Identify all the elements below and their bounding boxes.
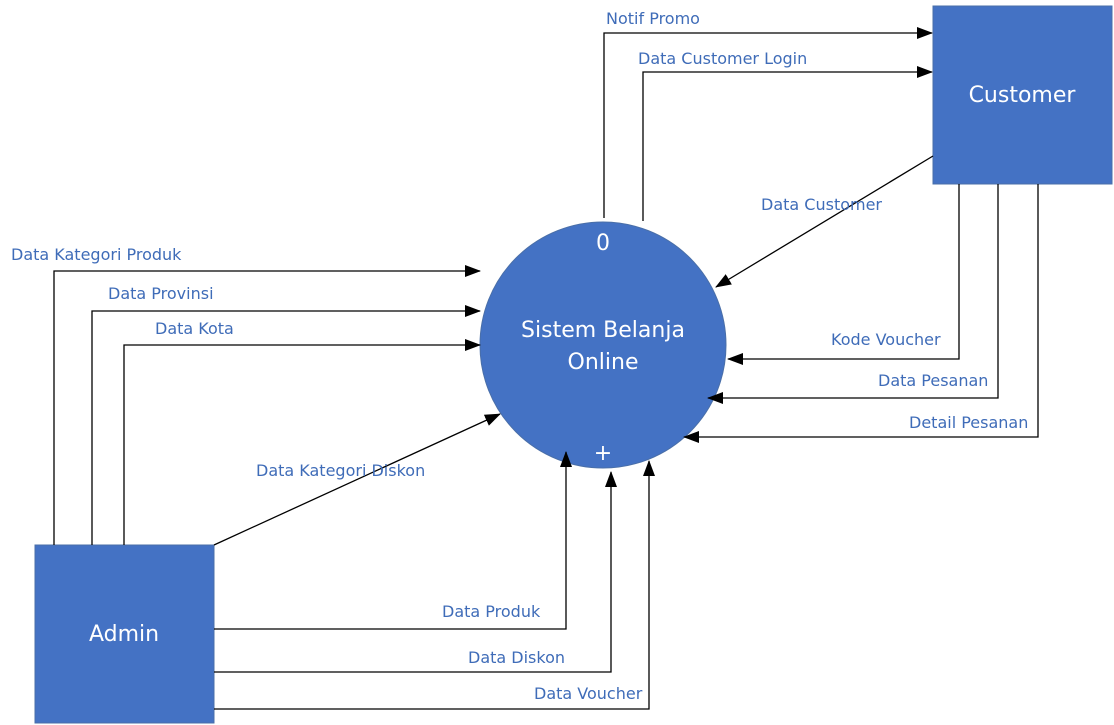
flow-data-kota-label: Data Kota xyxy=(155,319,234,338)
process-circle[interactable] xyxy=(479,221,727,469)
flow-data-voucher-line xyxy=(214,460,655,710)
flow-data-kategori-produk-label: Data Kategori Produk xyxy=(11,245,182,264)
flow-data-customer-login-label: Data Customer Login xyxy=(638,49,807,68)
flow-detail-pesanan-label: Detail Pesanan xyxy=(909,413,1028,432)
flow-data-kota-line xyxy=(123,339,481,545)
flow-data-produk-label: Data Produk xyxy=(442,602,541,621)
admin-entity[interactable] xyxy=(34,544,215,724)
flow-data-provinsi-label: Data Provinsi xyxy=(108,284,214,303)
flow-notif-promo-label: Notif Promo xyxy=(606,9,700,28)
flow-data-kategori-diskon-line xyxy=(213,413,501,546)
flow-data-pesanan-line xyxy=(707,184,999,404)
flow-data-customer-login-line xyxy=(642,66,933,221)
customer-entity-label: Customer xyxy=(969,83,1077,108)
process-number: 0 xyxy=(596,231,610,256)
flow-data-diskon-label: Data Diskon xyxy=(468,648,565,667)
flow-kode-voucher-line xyxy=(727,184,960,365)
flow-data-customer-line xyxy=(715,155,934,288)
process-marker: + xyxy=(594,441,612,466)
customer-entity[interactable] xyxy=(932,5,1113,185)
flow-data-voucher-label: Data Voucher xyxy=(534,684,643,703)
admin-entity-label: Admin xyxy=(89,622,159,647)
flow-data-provinsi-line xyxy=(91,305,481,545)
flow-data-diskon-line xyxy=(214,471,617,673)
process-name-line1: Sistem Belanja xyxy=(521,318,685,343)
flow-data-produk-line xyxy=(214,451,572,630)
flow-data-kategori-diskon-label: Data Kategori Diskon xyxy=(256,461,425,480)
flow-data-pesanan-label: Data Pesanan xyxy=(878,371,988,390)
flow-kode-voucher-label: Kode Voucher xyxy=(831,330,941,349)
flow-data-customer-label: Data Customer xyxy=(761,195,882,214)
flow-detail-pesanan-line xyxy=(683,184,1039,443)
flow-notif-promo-line xyxy=(603,27,933,218)
flow-data-kategori-produk-line xyxy=(53,265,481,545)
process-name-line2: Online xyxy=(568,350,639,375)
